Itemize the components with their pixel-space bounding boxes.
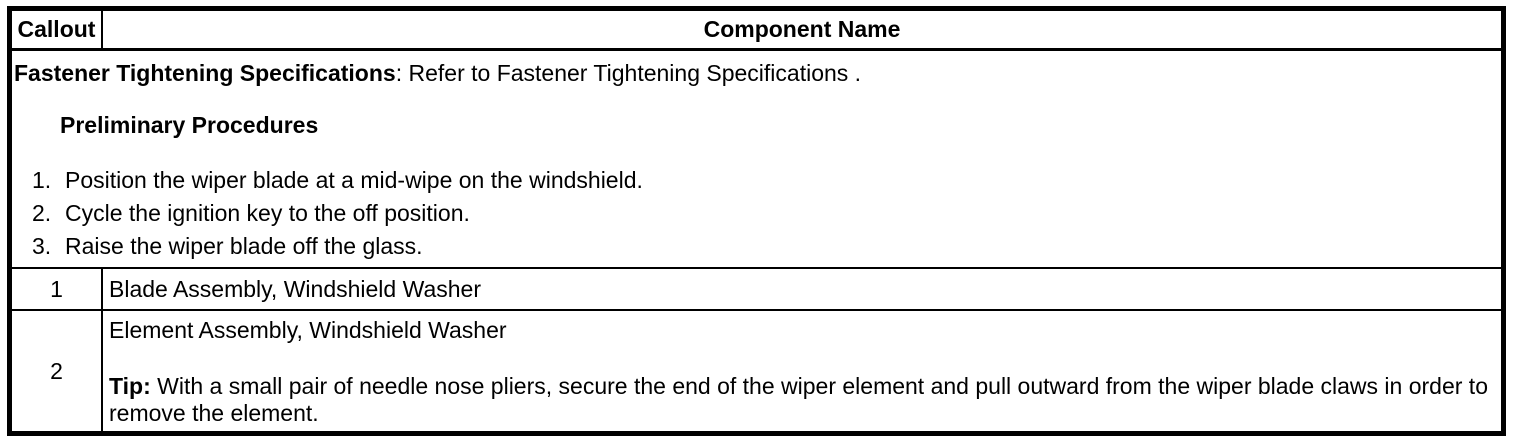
header-cell-callout: Callout	[12, 11, 103, 48]
list-item: 1. Position the wiper blade at a mid-wipe…	[14, 164, 1493, 197]
tip-text: With a small pair of needle nose pliers,…	[109, 373, 1488, 426]
table-row: 2 Element Assembly, Windshield Washer Ti…	[12, 311, 1501, 431]
row-component-cell: Element Assembly, Windshield Washer Tip:…	[103, 311, 1501, 431]
table-header-row: Callout Component Name	[12, 11, 1501, 51]
step-number: 2.	[32, 200, 52, 226]
step-text: Position the wiper blade at a mid-wipe o…	[65, 167, 643, 193]
step-number: 1.	[32, 167, 52, 193]
fastener-spec-text: : Refer to Fastener Tightening Specifica…	[395, 60, 862, 86]
list-item: 3. Raise the wiper blade off the glass.	[14, 230, 1493, 263]
fastener-spec-line: Fastener Tightening Specifications: Refe…	[14, 60, 1493, 86]
fastener-spec-label: Fastener Tightening Specifications	[14, 60, 396, 86]
row-component-name: Element Assembly, Windshield Washer	[109, 317, 507, 343]
tip-label: Tip:	[109, 373, 151, 399]
step-text: Cycle the ignition key to the off positi…	[65, 200, 470, 226]
tip-paragraph: Tip: With a small pair of needle nose pl…	[109, 373, 1497, 427]
step-text: Raise the wiper blade off the glass.	[65, 233, 423, 259]
callout-component-table: Callout Component Name Fastener Tighteni…	[7, 6, 1506, 436]
preliminary-procedures-heading: Preliminary Procedures	[60, 112, 319, 138]
step-number: 3.	[32, 233, 52, 259]
preliminary-steps-list: 1. Position the wiper blade at a mid-wipe…	[14, 164, 1493, 263]
row-callout-number: 1	[12, 269, 103, 309]
preamble-cell: Fastener Tightening Specifications: Refe…	[12, 51, 1501, 269]
list-item: 2. Cycle the ignition key to the off posi…	[14, 197, 1493, 230]
header-cell-component-name: Component Name	[703, 16, 901, 42]
row-component-name: Blade Assembly, Windshield Washer	[109, 275, 481, 302]
row-callout-number: 2	[12, 311, 103, 431]
table-row: 1 Blade Assembly, Windshield Washer	[12, 269, 1501, 311]
